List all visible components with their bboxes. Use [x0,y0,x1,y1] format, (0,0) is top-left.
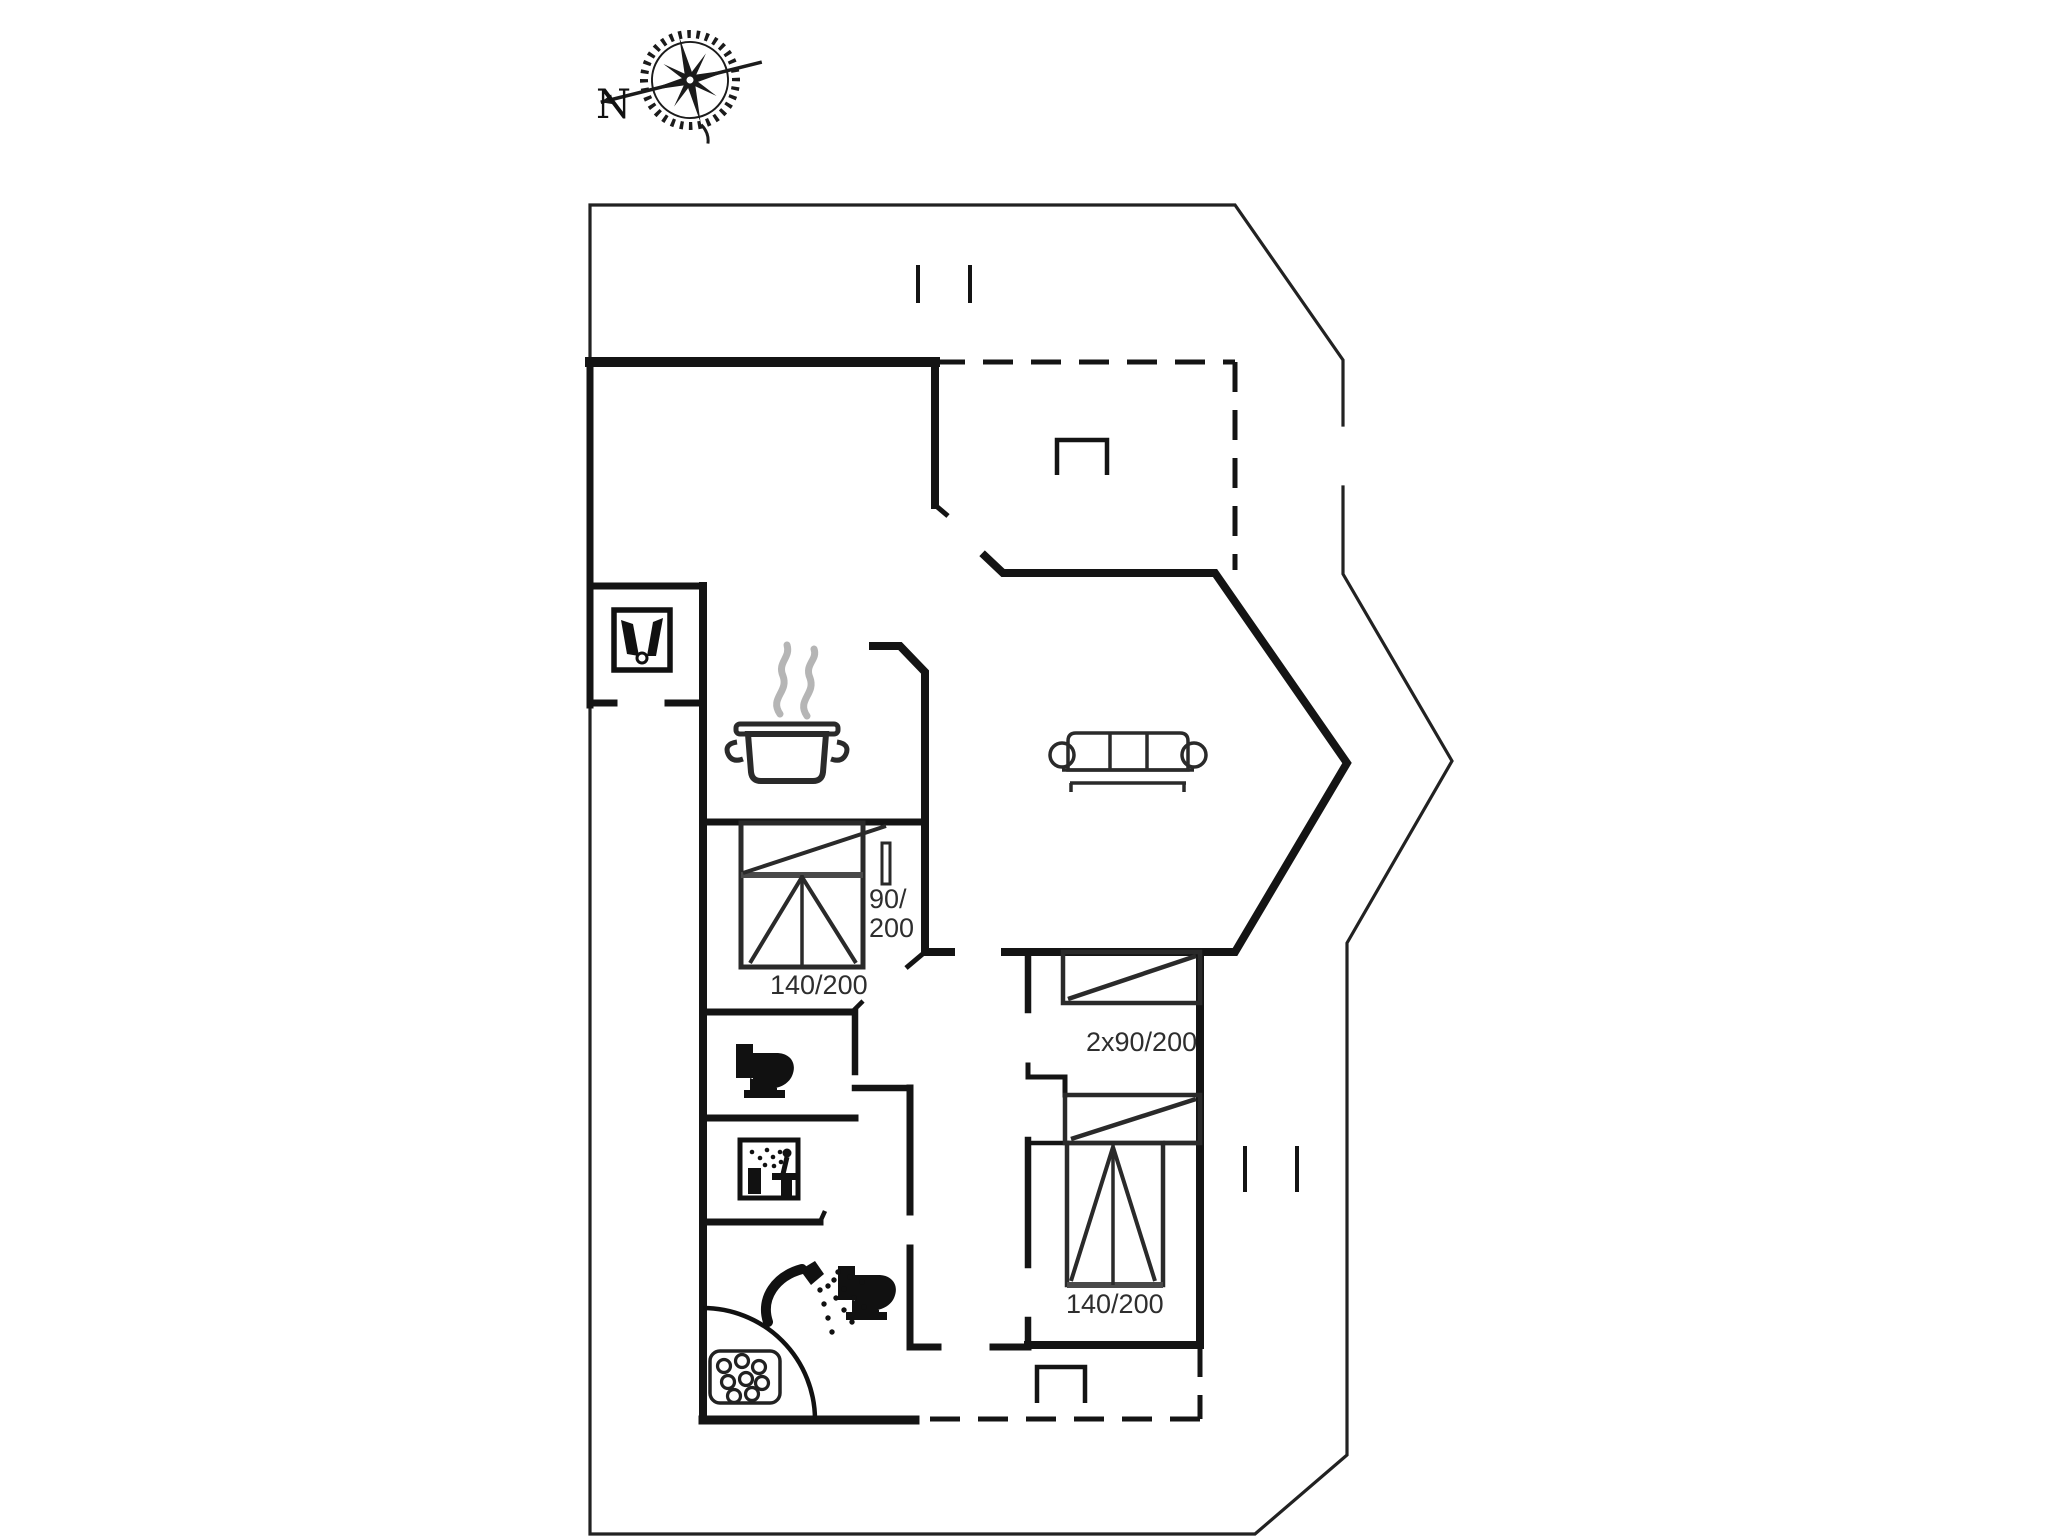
bed-size-label: 140/200 [770,970,868,1000]
terrace-dashed-edges [915,359,1238,1422]
toilet-icon [736,1044,794,1098]
toilet-icon [838,1266,896,1320]
compass-north-label: N [596,82,631,128]
double-bed-icon [738,820,887,970]
bed-size-label: 90/ [869,884,907,914]
entrance-walls [586,582,707,707]
whirlpool-tub-icon [702,1305,818,1421]
steam-icon [800,645,819,720]
labels: 90/ 200 140/200 2x90/200 140/200 [770,884,1197,1319]
site-boundary [588,203,1454,1536]
coat-rack-icon [611,607,673,673]
single-bed-icon [880,841,892,886]
door-tick-kitchen [933,503,950,518]
compass-rose-icon: N [596,30,763,144]
cooking-pot-icon [724,641,850,784]
door-tick-sauna [817,1210,828,1223]
bed-size-label: 200 [869,913,914,943]
bed-size-label: 140/200 [1066,1289,1164,1319]
step-icon [1034,1364,1088,1403]
door-tick-bedroom1 [904,950,927,970]
double-bed-icon [1064,1140,1200,1288]
fireplace-icon [1054,437,1110,475]
terrace-opening-ticks-north [916,265,972,303]
sauna-icon [737,1137,801,1201]
bed-size-label: 2x90/200 [1086,1027,1197,1057]
bedroom2-door-jamb [1025,1062,1068,1098]
shower-icon [761,1261,867,1335]
terrace-opening-ticks-east [1243,1146,1299,1192]
kitchen-hall-wall [869,642,955,956]
steam-icon [773,641,792,718]
sofa-icon [1048,731,1208,792]
